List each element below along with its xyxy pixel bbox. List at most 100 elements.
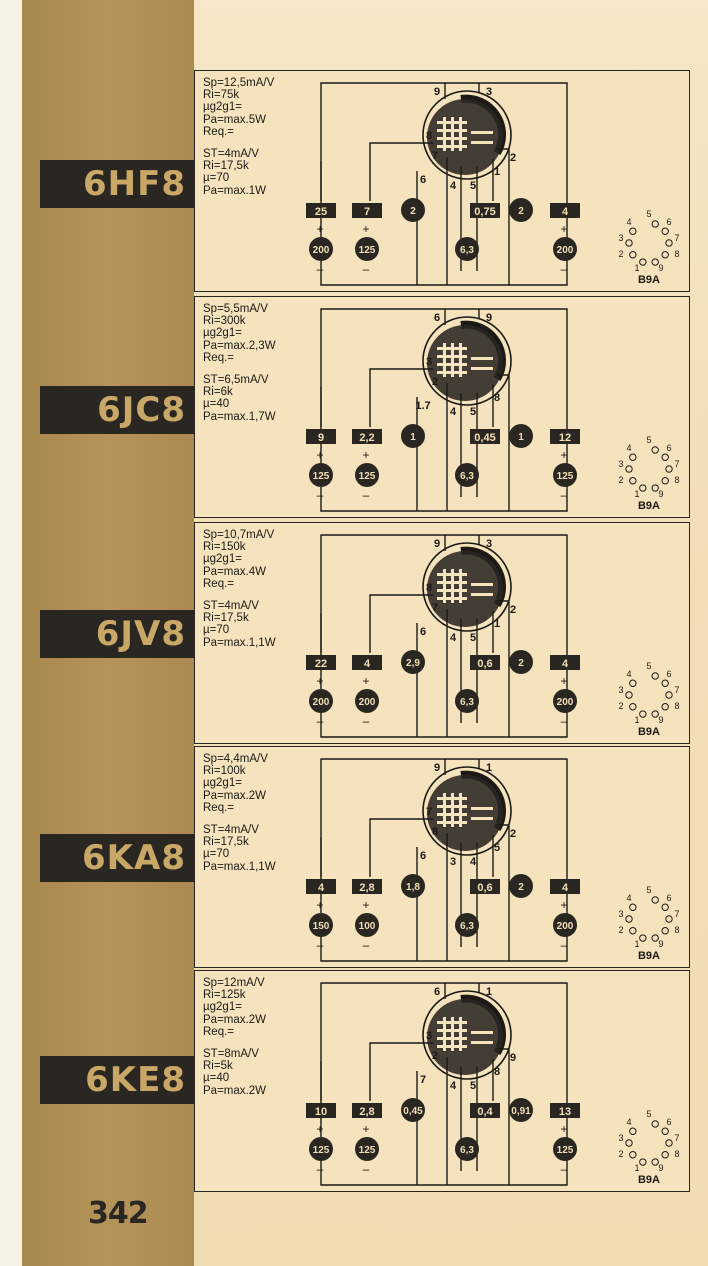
spec-line: Ri=100k bbox=[203, 765, 246, 778]
svg-text:125: 125 bbox=[359, 471, 376, 482]
svg-text:3: 3 bbox=[426, 356, 432, 368]
svg-text:200: 200 bbox=[313, 245, 330, 256]
spec-line: Req.= bbox=[203, 801, 235, 814]
svg-text:1,8: 1,8 bbox=[406, 882, 420, 893]
svg-text:2,2: 2,2 bbox=[359, 432, 374, 444]
svg-text:3: 3 bbox=[486, 538, 492, 550]
spec-line: µg2g1= bbox=[203, 1001, 242, 1014]
tube-type-label: 6JV8 bbox=[40, 610, 194, 658]
svg-text:9: 9 bbox=[318, 432, 324, 444]
value-circle: 0,45 bbox=[401, 1098, 425, 1122]
value-circle: 1,8 bbox=[401, 874, 425, 898]
svg-text:1: 1 bbox=[494, 166, 500, 178]
value-box: 12 bbox=[550, 429, 580, 444]
tube-type-label: 6KA8 bbox=[40, 834, 194, 882]
value-circle: 125 bbox=[355, 237, 379, 261]
value-circle: 200 bbox=[553, 913, 577, 937]
svg-text:1: 1 bbox=[486, 986, 492, 998]
svg-text:+: + bbox=[560, 1122, 567, 1136]
svg-text:5: 5 bbox=[470, 1080, 476, 1092]
spec-line: Req.= bbox=[203, 577, 235, 590]
svg-text:6,3: 6,3 bbox=[460, 697, 474, 708]
spec-line: Pa=max.1,1W bbox=[203, 860, 276, 873]
spec-line: Ri=17,5k bbox=[203, 612, 249, 625]
value-circle: 0,91 bbox=[509, 1098, 533, 1122]
svg-text:2: 2 bbox=[518, 882, 524, 893]
value-box: 0,6 bbox=[470, 655, 500, 670]
spec-line: µg2g1= bbox=[203, 327, 242, 340]
page-margin bbox=[0, 0, 22, 1266]
svg-text:8: 8 bbox=[674, 1149, 679, 1159]
value-box: 0,6 bbox=[470, 879, 500, 894]
svg-text:200: 200 bbox=[557, 697, 574, 708]
svg-text:7: 7 bbox=[674, 459, 679, 469]
spec-line: Pa=max.1W bbox=[203, 184, 266, 197]
svg-text:4: 4 bbox=[318, 882, 325, 894]
svg-text:4: 4 bbox=[450, 180, 457, 192]
svg-text:4: 4 bbox=[450, 406, 457, 418]
svg-text:7: 7 bbox=[432, 602, 438, 614]
svg-text:B9A: B9A bbox=[638, 274, 660, 286]
spec-line: µ=40 bbox=[203, 398, 230, 411]
svg-text:12: 12 bbox=[559, 432, 571, 444]
value-circle: 125 bbox=[309, 463, 333, 487]
value-box: 7 bbox=[352, 203, 382, 218]
svg-text:9: 9 bbox=[658, 939, 663, 949]
svg-text:B9A: B9A bbox=[638, 726, 660, 738]
svg-text:+: + bbox=[560, 222, 567, 236]
value-box: 0,45 bbox=[470, 429, 500, 444]
svg-text:B9A: B9A bbox=[638, 1174, 660, 1186]
svg-text:150: 150 bbox=[313, 921, 330, 932]
value-box: 2,2 bbox=[352, 429, 382, 444]
spec-line: Pa=max.1,1W bbox=[203, 636, 276, 649]
value-circle: 2,9 bbox=[401, 650, 425, 674]
value-circle: 150 bbox=[309, 913, 333, 937]
value-circle: 6,3 bbox=[455, 1137, 479, 1161]
svg-text:2: 2 bbox=[518, 658, 524, 669]
svg-text:2: 2 bbox=[618, 249, 623, 259]
spec-line: Sp=12mA/V bbox=[203, 977, 265, 989]
value-circle: 125 bbox=[355, 463, 379, 487]
svg-text:2: 2 bbox=[510, 604, 516, 616]
value-circle: 200 bbox=[553, 689, 577, 713]
svg-text:5: 5 bbox=[470, 406, 476, 418]
value-circle: 200 bbox=[553, 237, 577, 261]
svg-text:–: – bbox=[561, 488, 568, 502]
spec-line: Ri=300k bbox=[203, 315, 246, 328]
svg-text:6: 6 bbox=[666, 217, 671, 227]
svg-text:6: 6 bbox=[434, 312, 440, 324]
value-box: 13 bbox=[550, 1103, 580, 1118]
value-box: 4 bbox=[550, 879, 580, 894]
svg-text:5: 5 bbox=[646, 885, 651, 895]
svg-text:1: 1 bbox=[634, 263, 639, 273]
svg-text:6,3: 6,3 bbox=[460, 471, 474, 482]
value-circle: 200 bbox=[309, 689, 333, 713]
tube-type-label: 6JC8 bbox=[40, 386, 194, 434]
svg-text:8: 8 bbox=[426, 130, 432, 142]
svg-text:–: – bbox=[561, 262, 568, 276]
svg-text:+: + bbox=[362, 674, 369, 688]
value-circle: 125 bbox=[355, 1137, 379, 1161]
value-box: 4 bbox=[352, 655, 382, 670]
svg-text:5: 5 bbox=[470, 632, 476, 644]
svg-text:25: 25 bbox=[315, 206, 327, 218]
svg-text:+: + bbox=[362, 222, 369, 236]
svg-text:0,6: 0,6 bbox=[477, 658, 492, 670]
spec-line: Pa=max.1,7W bbox=[203, 410, 276, 423]
value-box: 4 bbox=[550, 655, 580, 670]
value-box: 25 bbox=[306, 203, 336, 218]
svg-text:1: 1 bbox=[634, 715, 639, 725]
svg-text:+: + bbox=[316, 1122, 323, 1136]
svg-text:1.7: 1.7 bbox=[415, 400, 430, 412]
svg-text:1: 1 bbox=[486, 762, 492, 774]
svg-text:9: 9 bbox=[658, 1163, 663, 1173]
value-circle: 125 bbox=[309, 1137, 333, 1161]
